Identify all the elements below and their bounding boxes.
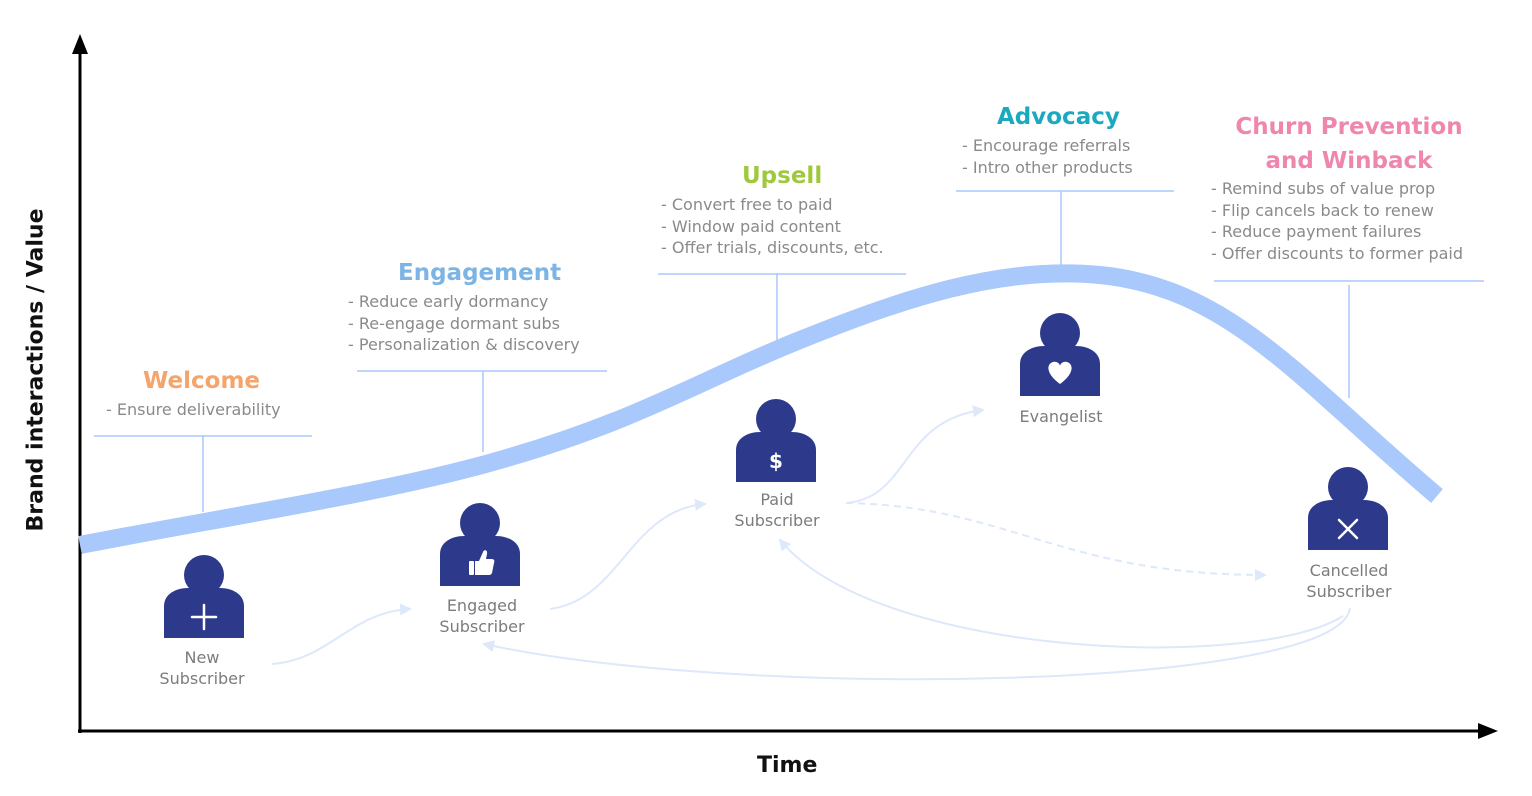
upsell-bullets: - Convert free to paid - Window paid con…	[661, 194, 884, 259]
label-line: New	[184, 648, 220, 667]
welcome-title: Welcome	[143, 368, 261, 394]
cancelled-subscriber-avatar	[1308, 467, 1388, 550]
label-line: Paid	[760, 490, 794, 509]
new-subscriber-label: New Subscriber	[159, 647, 244, 689]
churn-title-line-1: Churn Prevention	[1235, 114, 1463, 140]
dollar-icon: $	[769, 449, 783, 473]
paid-subscriber-label: Paid Subscriber	[734, 489, 819, 531]
plus-icon	[190, 603, 218, 631]
x-axis-arrow	[1478, 723, 1498, 739]
label-line: Cancelled	[1309, 561, 1389, 580]
bullet-item: - Flip cancels back to renew	[1211, 200, 1434, 220]
label-line: Evangelist	[1019, 407, 1103, 426]
bullet-item: - Reduce early dormancy	[348, 292, 549, 311]
cancelled-to-engaged-arrow	[482, 607, 1351, 681]
bullet-item: - Personalization & discovery	[348, 335, 580, 354]
new-subscriber-avatar	[164, 555, 244, 638]
evangelist-avatar	[1020, 313, 1100, 396]
churn-title-line-2: and Winback	[1265, 148, 1433, 174]
lifecycle-curve	[78, 264, 1443, 554]
new-to-engaged-arrow	[271, 603, 412, 665]
flow-arrows	[271, 405, 1351, 681]
bullet-item: - Window paid content	[661, 216, 841, 236]
engaged-subscriber-label: Engaged Subscriber	[439, 595, 524, 637]
bullet-item: - Re-engage dormant subs	[348, 313, 561, 333]
engaged-to-paid-arrow	[549, 498, 707, 610]
x-axis-label: Time	[757, 753, 818, 778]
paid-to-evangelist-arrow	[845, 405, 985, 504]
welcome-bullets: - Ensure deliverability	[106, 399, 281, 421]
advocacy-bullets: - Encourage referrals - Intro other prod…	[962, 135, 1133, 178]
bullet-item: - Encourage referrals	[962, 136, 1131, 155]
bullet-item: - Ensure deliverability	[106, 400, 281, 419]
label-line: Engaged	[446, 596, 518, 615]
cancelled-subscriber-label: Cancelled Subscriber	[1306, 560, 1391, 602]
bullet-item: - Reduce payment failures	[1211, 222, 1422, 241]
paid-subscriber-avatar: $	[736, 399, 816, 482]
label-line: Subscriber	[1306, 582, 1392, 601]
advocacy-title: Advocacy	[997, 104, 1120, 130]
label-line: Subscriber	[159, 669, 245, 688]
engagement-title: Engagement	[398, 260, 562, 286]
upsell-title: Upsell	[742, 163, 823, 189]
cancelled-to-paid-arrow	[778, 538, 1344, 649]
churn-title: Churn Prevention and Winback	[1235, 110, 1462, 178]
y-axis-arrow	[72, 34, 88, 54]
label-line: Subscriber	[734, 511, 820, 530]
engagement-bullets: - Reduce early dormancy - Re-engage dorm…	[348, 291, 580, 356]
bullet-item: - Remind subs of value prop	[1211, 179, 1436, 198]
paid-to-cancelled-arrow	[845, 502, 1267, 581]
bullet-item: - Intro other products	[962, 157, 1133, 177]
bullet-item: - Offer trials, discounts, etc.	[661, 238, 884, 257]
heart-icon	[1048, 361, 1072, 384]
x-icon	[1337, 518, 1359, 540]
y-axis-label: Brand interactions / Value	[23, 208, 49, 532]
label-line: Subscriber	[439, 617, 525, 636]
stage-connectors	[94, 190, 1484, 512]
bullet-item: - Offer discounts to former paid	[1211, 243, 1464, 263]
thumbs-up-icon	[469, 550, 495, 575]
churn-bullets: - Remind subs of value prop - Flip cance…	[1211, 178, 1463, 264]
evangelist-label: Evangelist	[1019, 406, 1102, 427]
engaged-subscriber-avatar	[440, 503, 520, 586]
bullet-item: - Convert free to paid	[661, 195, 833, 214]
